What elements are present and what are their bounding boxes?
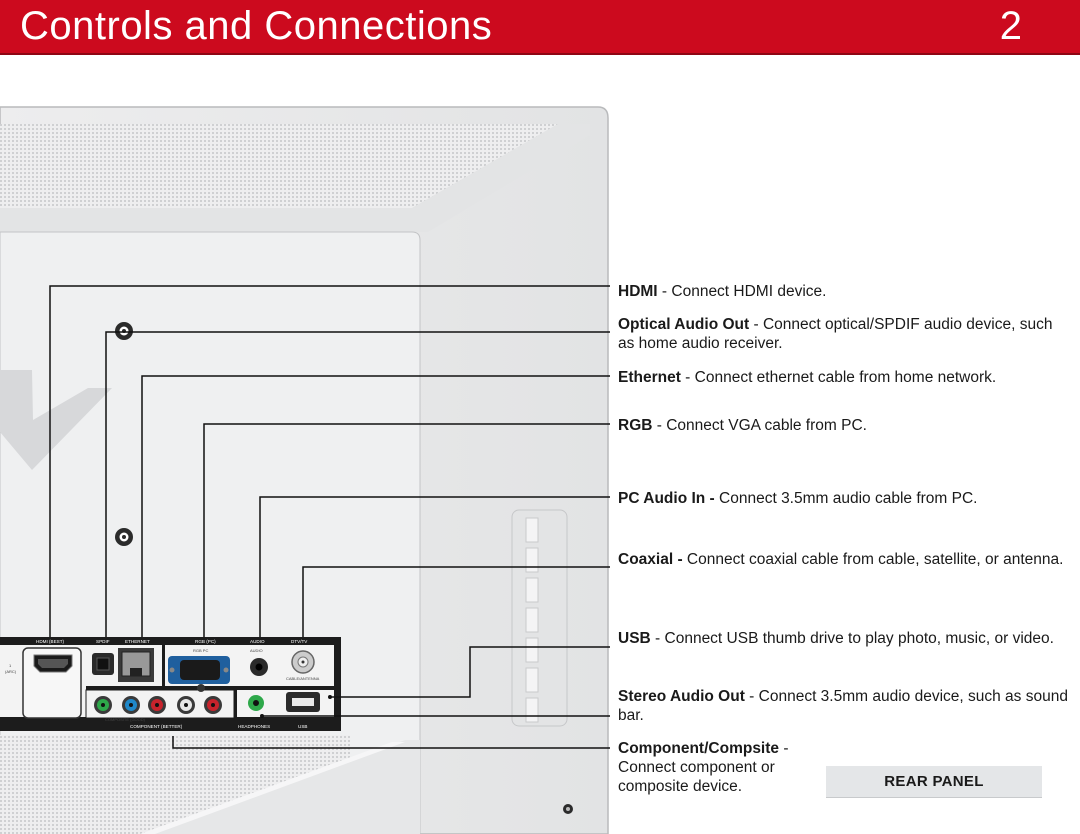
term-usb: USB <box>618 630 651 647</box>
mount-screws <box>115 322 573 814</box>
page-title: Controls and Connections <box>20 4 493 48</box>
text-coaxial: Connect coaxial cable from cable, satell… <box>682 551 1064 568</box>
term-stereo-out: Stereo Audio Out <box>618 688 745 705</box>
label-side-num: 1 <box>9 663 12 668</box>
term-ethernet: Ethernet <box>618 369 681 386</box>
desc-ethernet: Ethernet - Connect ethernet cable from h… <box>618 368 1068 387</box>
desc-hdmi: HDMI - Connect HDMI device. <box>618 282 1068 301</box>
desc-optical: Optical Audio Out - Connect optical/SPDI… <box>618 315 1068 353</box>
connector-panel: HDMI (BEST) SPDIF ETHERNET RGB (PC) AUDI… <box>0 637 341 731</box>
label-ethernet: ETHERNET <box>125 639 150 644</box>
label-component-better: COMPONENT (BETTER) <box>130 724 183 729</box>
callout-endpoints <box>260 695 332 718</box>
rear-panel-badge: REAR PANEL <box>826 766 1042 798</box>
text-ethernet: - Connect ethernet cable from home netwo… <box>680 369 997 386</box>
term-hdmi: HDMI <box>618 283 658 300</box>
page-number: 2 <box>999 4 1022 48</box>
text-pc-audio: Connect 3.5mm audio cable from PC. <box>714 490 978 507</box>
label-hdmi: HDMI (BEST) <box>36 639 65 644</box>
label-dtv: DTV/TV <box>291 639 308 644</box>
desc-coaxial: Coaxial - Connect coaxial cable from cab… <box>618 550 1068 569</box>
label-cable-antenna: CABLE/ANTENNA <box>286 676 320 681</box>
text-stereo-out: - Connect 3.5mm audio device, such as so… <box>618 688 1068 724</box>
label-headphones: HEADPHONES <box>238 724 270 729</box>
label-side-arc: (ARC) <box>5 669 17 674</box>
term-coaxial: Coaxial - <box>618 551 683 568</box>
callout-lines <box>49 285 610 749</box>
label-spdif: SPDIF <box>96 639 110 644</box>
label-rgb-small: RGB PC <box>193 648 208 653</box>
desc-usb: USB - Connect USB thumb drive to play ph… <box>618 629 1068 648</box>
label-rgb: RGB (PC) <box>195 639 216 644</box>
term-component: Component/Compsite <box>618 740 780 757</box>
desc-stereo-out: Stereo Audio Out - Connect 3.5mm audio d… <box>618 687 1068 725</box>
text-hdmi: - Connect HDMI device. <box>657 283 827 300</box>
desc-component: Component/Compsite - Connect component o… <box>618 739 818 796</box>
component-ports <box>94 684 222 714</box>
label-audio: AUDIO <box>250 639 265 644</box>
label-composite-good: COMPOSITE (GOOD) <box>105 717 146 722</box>
speaker-grille-top <box>0 124 558 208</box>
logo-chevron <box>0 370 112 470</box>
text-optical: - Connect optical/SPDIF audio device, su… <box>618 316 1053 352</box>
text-usb: - Connect USB thumb drive to play photo,… <box>650 630 1054 647</box>
term-pc-audio: PC Audio In - <box>618 490 715 507</box>
side-vent-panel <box>511 509 568 727</box>
desc-rgb: RGB - Connect VGA cable from PC. <box>618 416 1068 435</box>
term-optical: Optical Audio Out <box>618 316 750 333</box>
label-usb: USB <box>298 724 307 729</box>
term-rgb: RGB <box>618 417 653 434</box>
label-audio-small: AUDIO <box>250 648 263 653</box>
page-header: Controls and Connections 2 <box>0 0 1080 55</box>
desc-pc-audio: PC Audio In - Connect 3.5mm audio cable … <box>618 489 1068 508</box>
text-component: - Connect component or composite device. <box>618 740 789 795</box>
text-rgb: - Connect VGA cable from PC. <box>652 417 867 434</box>
